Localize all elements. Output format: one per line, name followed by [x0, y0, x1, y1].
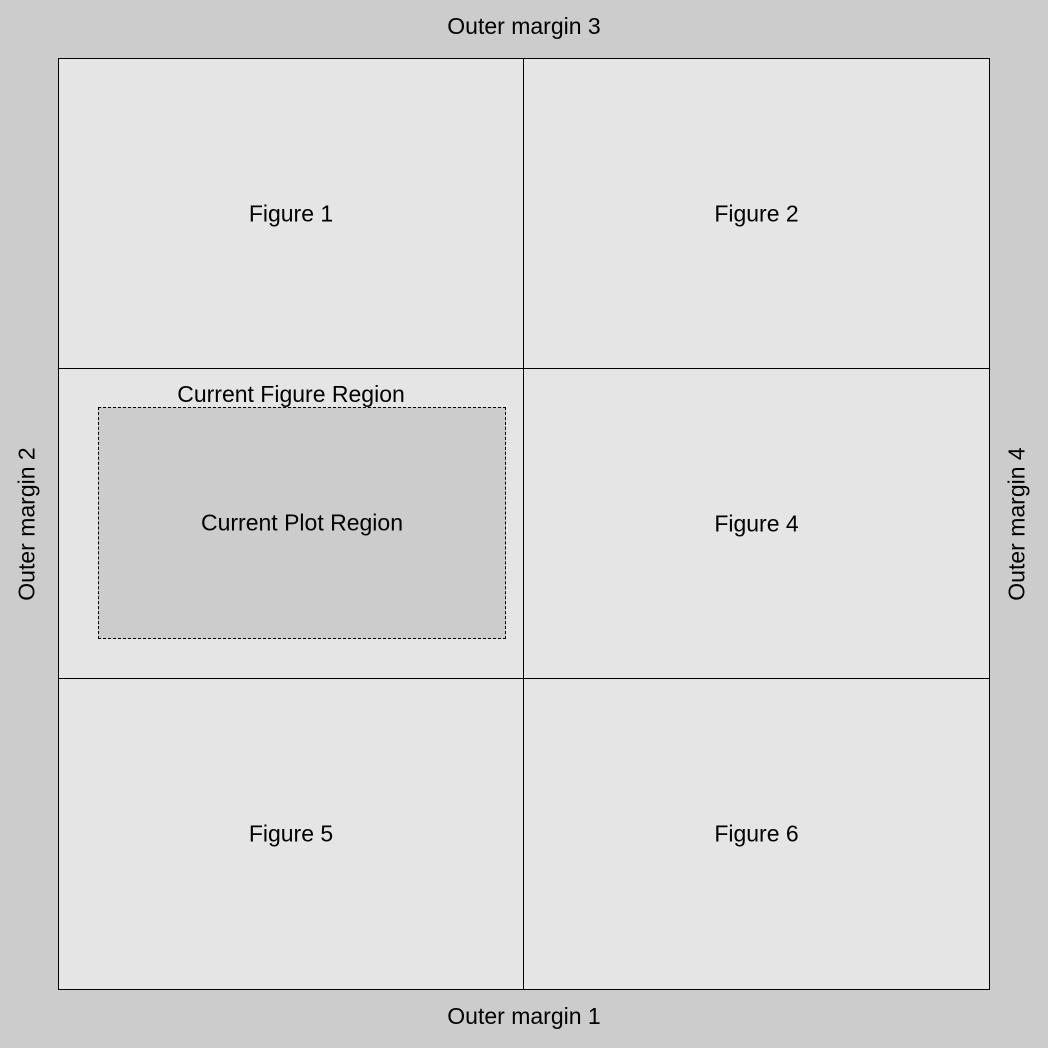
figure-4-label: Figure 4	[714, 510, 799, 536]
figure-2-label: Figure 2	[714, 200, 799, 226]
outer-margin-1-label: Outer margin 1	[447, 1003, 601, 1029]
outer-margin-2-label: Outer margin 2	[13, 447, 40, 601]
current-figure-region: Current Figure Region Current Plot Regio…	[59, 369, 524, 679]
figure-1-cell: Figure 1	[59, 59, 524, 369]
figure-1-label: Figure 1	[248, 200, 334, 226]
figure-6-label: Figure 6	[714, 820, 799, 847]
current-plot-region-label: Current Plot Region	[201, 509, 403, 536]
outer-margin-4-label: Outer margin 4	[1003, 447, 1030, 601]
figure-grid: Figure 1 Figure 2 Current Figure Region …	[58, 58, 990, 990]
figure-4-cell: Figure 4	[524, 369, 989, 679]
current-figure-region-label: Current Figure Region	[177, 381, 405, 407]
outer-margin-3-label: Outer margin 3	[447, 13, 601, 39]
figure-6-cell: Figure 6	[524, 679, 989, 989]
figure-2-cell: Figure 2	[524, 59, 989, 369]
current-plot-region: Current Plot Region	[98, 407, 506, 639]
figure-5-label: Figure 5	[248, 820, 334, 847]
figure-5-cell: Figure 5	[59, 679, 524, 989]
